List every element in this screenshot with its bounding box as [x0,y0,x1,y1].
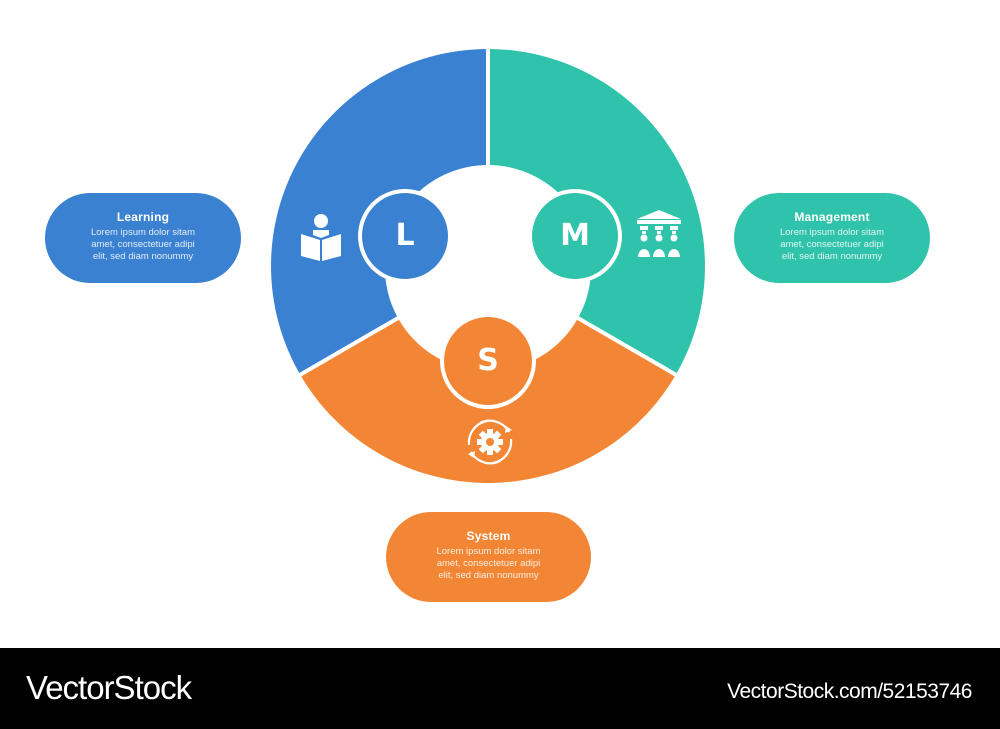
management-description: Lorem ipsum dolor sitam amet, consectetu… [734,227,930,263]
management-description-line: elit, sed diam nonummy [781,251,883,262]
management-description-line: Lorem ipsum dolor sitam [779,227,884,238]
letter-s: S [477,343,499,378]
gear-cycle-icon [467,419,513,465]
learning-description-line: Lorem ipsum dolor sitam [90,227,195,238]
learning-card: Learning Lorem ipsum dolor sitam amet, c… [45,193,241,283]
letter-m: M [560,218,590,253]
system-title: System [466,529,511,543]
management-title: Management [794,210,870,224]
lsm-ring-diagram [271,49,705,483]
diagram-canvas: L M S Learning Lorem ipsum dolor sitam a… [45,49,930,602]
letter-l: L [395,218,415,253]
system-description-line: elit, sed diam nonummy [438,570,539,581]
learning-description-line: elit, sed diam nonummy [92,251,194,262]
letter-circle-l [362,193,448,279]
management-description-line: amet, consectetuer adipi [780,239,884,250]
letter-circle-m [532,193,618,279]
management-card: Management Lorem ipsum dolor sitam amet,… [734,193,930,283]
system-card: System Lorem ipsum dolor sitam amet, con… [386,512,591,602]
brand-logo: VectorStock [26,669,192,706]
institution-people-icon [637,210,681,257]
image-reference: VectorStock.com/52153746 [727,680,972,703]
reading-person-icon [301,214,341,261]
learning-description: Lorem ipsum dolor sitam amet, consectetu… [45,227,241,263]
system-description-line: amet, consectetuer adipi [436,558,541,569]
letter-circle-s [444,317,532,405]
learning-title: Learning [116,210,170,224]
system-description-line: Lorem ipsum dolor sitam [436,546,541,557]
learning-description-line: amet, consectetuer adipi [91,239,195,250]
system-description: Lorem ipsum dolor sitam amet, consectetu… [386,546,591,582]
watermark-footer: VectorStock VectorStock.com/52153746 [0,648,1000,729]
